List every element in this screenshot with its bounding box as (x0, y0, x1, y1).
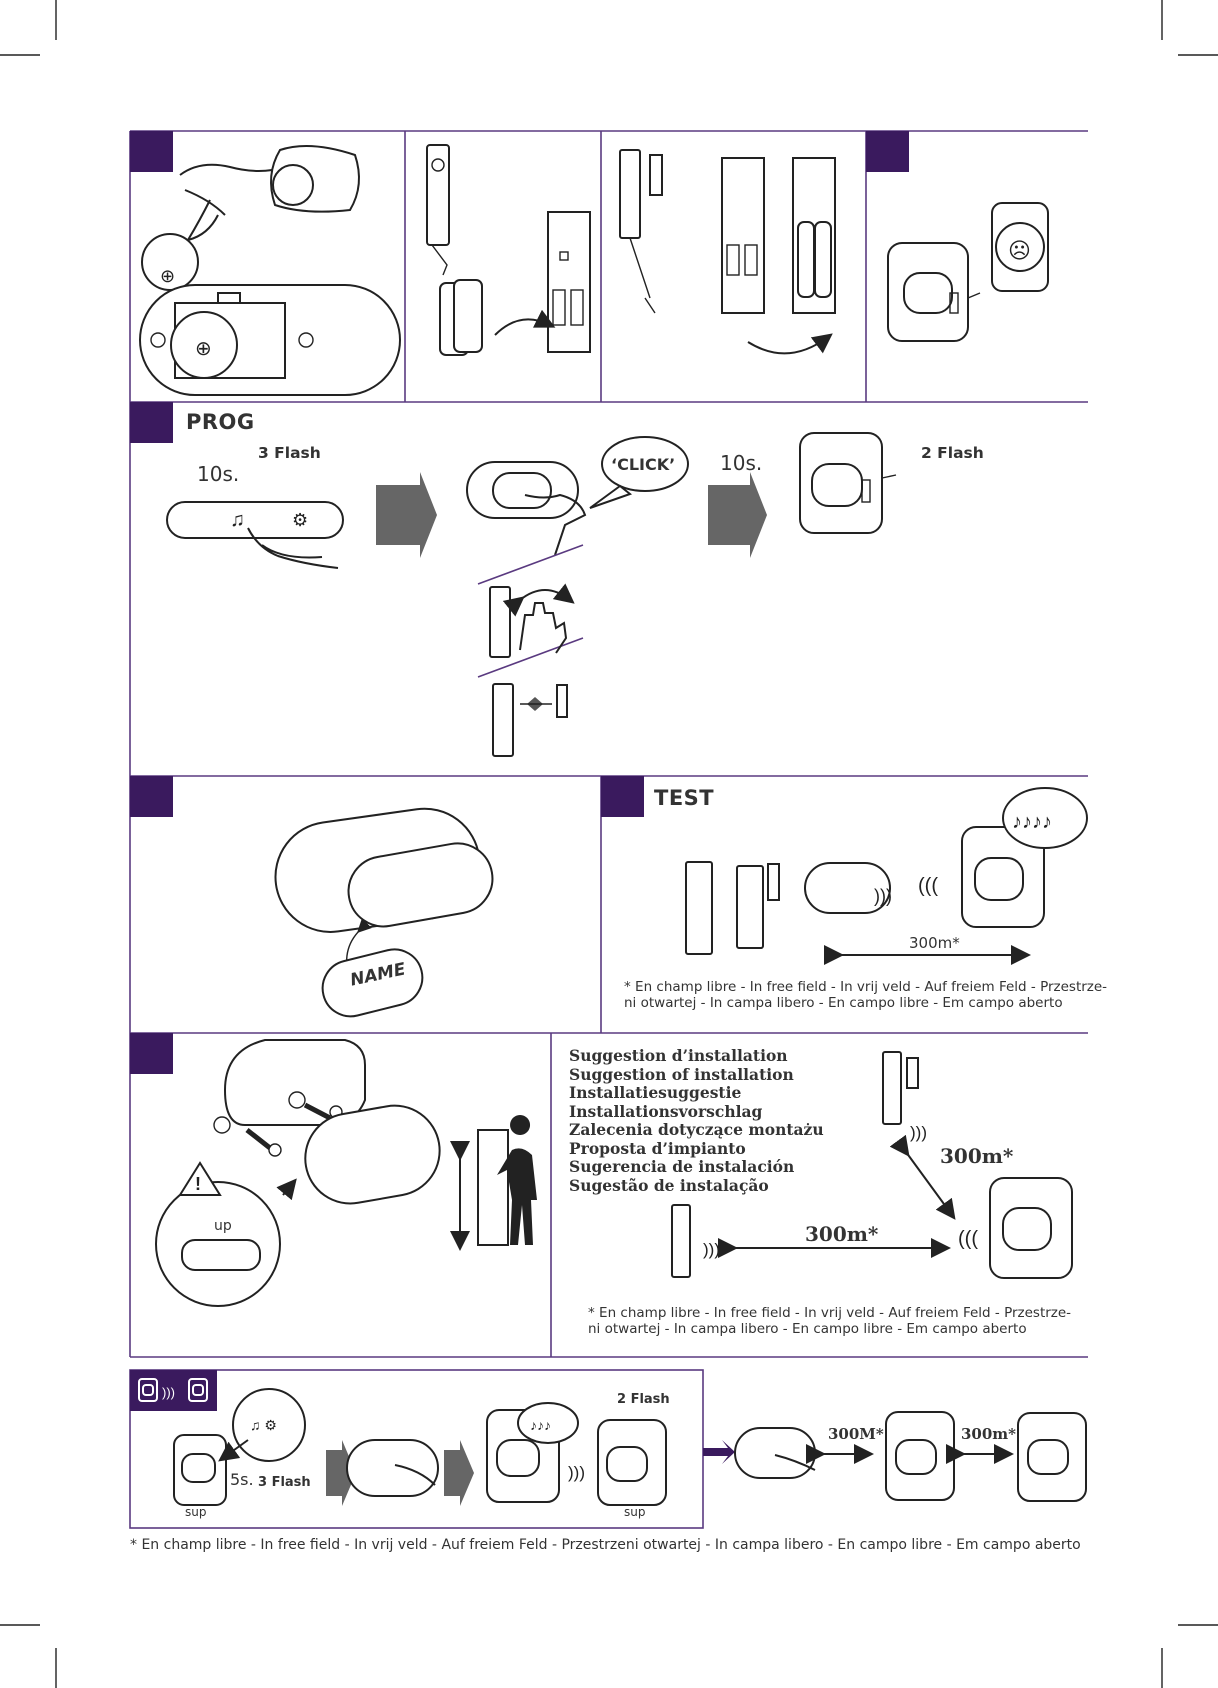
svg-text:(((: ((( (958, 1228, 978, 1250)
suggestion-es: Sugerencia de instalación (569, 1157, 795, 1176)
svg-text:♪♪♪: ♪♪♪ (530, 1417, 551, 1433)
arrow-right-2 (708, 472, 767, 558)
prog-title: PROG (186, 410, 255, 434)
svg-text:(((: ((( (918, 875, 938, 897)
pair-flash-3: 3 Flash (258, 1475, 311, 1490)
battery-compartment-illustration (619, 149, 836, 355)
test-range-illustration: ))) ((( ♪♪♪♪ (685, 787, 1088, 965)
svg-text:))): ))) (874, 886, 892, 906)
step-marker-4 (130, 776, 173, 817)
duration-label-10s: 10s. (197, 462, 240, 486)
name-label-illustration (274, 807, 494, 1018)
up-label: up (214, 1218, 232, 1234)
test-range-label: 300m* (909, 934, 960, 952)
test-note-line-2: ni otwartej - In campa libero - En campo… (624, 995, 1063, 1011)
pairing-icons: ))) (138, 1378, 208, 1402)
step-marker-2 (866, 131, 909, 172)
svg-text:☹: ☹ (1008, 238, 1031, 263)
chime-unit-illustration (799, 432, 897, 534)
suggestion-fr: Suggestion d’installation (569, 1046, 788, 1065)
flash-label-3: 3 Flash (258, 444, 321, 462)
install-note-line-1: * En champ libre - In free field - In vr… (588, 1305, 1072, 1321)
pairing-illustration: ♫ ⚙ ♪♪♪ ))) (173, 1388, 1087, 1506)
step-marker-3 (130, 402, 173, 443)
svg-text:))): ))) (162, 1385, 175, 1400)
suggestion-nl: Installatiesuggestie (569, 1083, 742, 1102)
section-1-rules (129, 130, 1088, 403)
step-marker-5 (601, 776, 644, 817)
mounting-illustration: ! (155, 1039, 537, 1307)
click-bubble (589, 436, 689, 509)
suggestion-de: Installationsvorschlag (569, 1101, 763, 1121)
installation-suggestions: Suggestion d’installation Suggestion of … (569, 1046, 824, 1195)
flash-label-2: 2 Flash (921, 444, 984, 462)
svg-text:!: ! (195, 1174, 201, 1194)
coin-cell-illustration: ⊕ ⊕ (139, 145, 401, 396)
footer-note: * En champ libre - In free field - In vr… (130, 1537, 1081, 1553)
click-bubble-text: ‘CLICK’ (611, 455, 676, 474)
svg-text:))): ))) (910, 1123, 927, 1142)
install-note-line-2: ni otwartej - In campa libero - En campo… (588, 1321, 1027, 1337)
alt-devices-illustration (477, 544, 584, 757)
step-marker-1 (130, 131, 173, 172)
svg-text:))): ))) (568, 1463, 585, 1482)
svg-text:♫: ♫ (230, 509, 245, 531)
remote-press-illustration (466, 461, 587, 556)
button-press-illustration: ♫ ⚙ (166, 501, 344, 569)
svg-text:♫ ⚙: ♫ ⚙ (250, 1417, 277, 1433)
range-diagonal-label: 300m* (940, 1144, 1014, 1168)
arrow-right-1 (376, 472, 437, 558)
step-marker-6 (130, 1033, 173, 1074)
svg-text:⊕: ⊕ (160, 266, 175, 286)
duration-label-10s-right: 10s. (720, 451, 763, 475)
svg-text:⚙: ⚙ (292, 510, 308, 530)
pair-range-2: 300m* (961, 1425, 1017, 1443)
svg-text:♪♪♪♪: ♪♪♪♪ (1012, 811, 1052, 833)
suggestion-it: Proposta d’impianto (569, 1138, 746, 1158)
svg-text:⊕: ⊕ (195, 338, 212, 360)
sup-label-left: sup (185, 1505, 207, 1519)
plug-in-chime-illustration: ☹ (887, 202, 1049, 342)
battery-sensor-illustration (426, 144, 591, 356)
pair-flash-2: 2 Flash (617, 1392, 670, 1407)
svg-text:))): ))) (703, 1240, 720, 1259)
installation-diagram: ))) ((( ))) (671, 1051, 1073, 1279)
sup-label-right: sup (624, 1505, 646, 1519)
test-note-line-1: * En champ libre - In free field - In vr… (624, 979, 1108, 995)
suggestion-pt: Sugestão de instalação (569, 1175, 769, 1195)
suggestion-en: Suggestion of installation (569, 1064, 794, 1084)
pair-duration-5s: 5s. (230, 1470, 254, 1489)
suggestion-pl: Zalecenia dotyczące montażu (569, 1120, 824, 1139)
pair-range-1: 300M* (828, 1425, 884, 1443)
test-title: TEST (654, 786, 715, 810)
range-horizontal-label: 300m* (805, 1222, 879, 1246)
